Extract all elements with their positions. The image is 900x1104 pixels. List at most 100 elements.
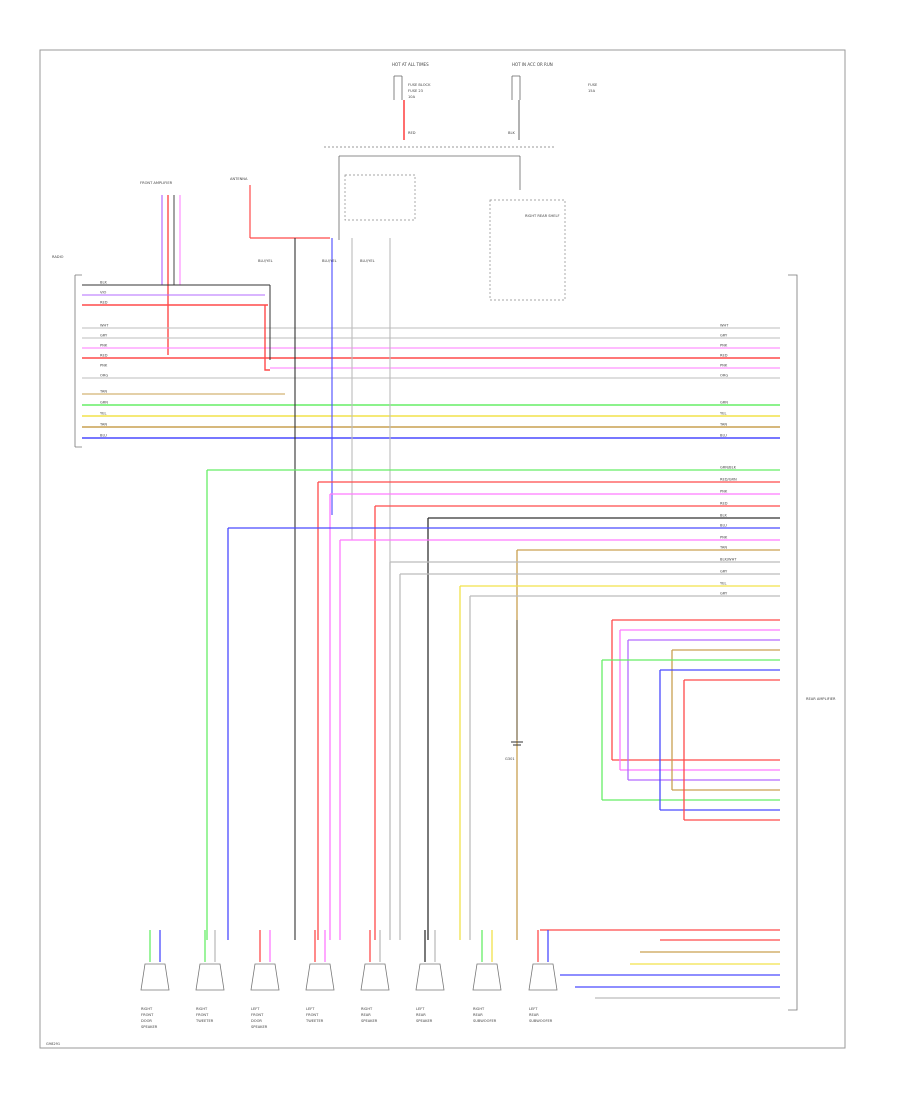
amp-feed-label: TAN (719, 546, 727, 550)
harness-wire-label-right: TAN (719, 423, 727, 427)
speaker-label: SPEAKER (416, 1019, 433, 1023)
speaker-icon (140, 963, 170, 991)
speaker-label: LEFT (306, 1007, 315, 1011)
hot-battery-source: HOT AT ALL TIMES FUSE BLOCK FUSE 23 10A (392, 62, 431, 100)
amp-feed-label: BLK (720, 514, 727, 518)
hot-battery-line1: FUSE BLOCK (408, 83, 431, 87)
speaker-label: DOOR (141, 1019, 152, 1023)
speaker-icon (250, 963, 280, 991)
wire-label-red-top: RED (408, 131, 416, 135)
hot-battery-title: HOT AT ALL TIMES (392, 62, 429, 67)
harness-wire-label: BLK (100, 281, 107, 285)
radio-label: RADIO (52, 255, 64, 259)
harness-wire-label-right: WHT (720, 324, 729, 328)
harness-wire-label-right: GRN (720, 401, 728, 405)
hot-acc-title: HOT IN ACC OR RUN (512, 62, 553, 67)
speaker-icon (415, 963, 445, 991)
ground-component: G301 (505, 620, 523, 761)
front-amp-label: FRONT AMPLIFIER (140, 181, 173, 185)
harness-wire-label-right: BLU (720, 434, 727, 438)
amp-feed-label: RED/GRN (720, 478, 737, 482)
speaker-label: REAR (361, 1013, 371, 1017)
speaker-8: LEFT REAR SUBWOOFER (528, 930, 558, 1023)
amp-feed-label: GRY (720, 570, 728, 574)
speaker-label: FRONT (141, 1013, 154, 1017)
speaker-icon (305, 963, 335, 991)
speaker-label: RIGHT (141, 1007, 153, 1011)
speaker-label: SUBWOOFER (529, 1019, 553, 1023)
antenna-label: ANTENNA (230, 177, 248, 181)
hot-acc-source: HOT IN ACC OR RUN FUSE 15A (511, 62, 598, 100)
rear-shelf-label: RIGHT REAR SHELF (525, 214, 560, 218)
ground-label: G301 (505, 757, 515, 761)
speaker-label: REAR (529, 1013, 539, 1017)
harness-wire-label: YEL (100, 412, 106, 416)
speaker-6: LEFT REAR SPEAKER (415, 930, 445, 1023)
vertical-wire-label: BLU/YEL (360, 259, 375, 263)
amp-feed-label: PNK (720, 490, 728, 494)
amp-relay-box (344, 174, 416, 221)
harness-wire-label-right: ORG (720, 374, 728, 378)
harness-wire-label: GRY (100, 334, 108, 338)
harness-wire-label-right: YEL (720, 412, 726, 416)
amp-feed-label: RED (720, 502, 728, 506)
amp-feed-label: BLK/WHT (720, 558, 737, 562)
harness-wire-label: PNK (100, 344, 108, 348)
speaker-label: FRONT (306, 1013, 319, 1017)
vertical-wire-label: BLU/YEL (322, 259, 337, 263)
speaker-icon (528, 963, 558, 991)
amp-feed-label: BLU (720, 524, 727, 528)
speaker-icon (472, 963, 502, 991)
speaker-label: SUBWOOFER (473, 1019, 497, 1023)
harness-wire-label: GRN (100, 401, 108, 405)
speaker-label: TWEETER (305, 1019, 324, 1023)
speaker-label: REAR (473, 1013, 483, 1017)
radio-component: RADIO (52, 255, 82, 448)
vertical-wire-label: BLU/YEL (258, 259, 273, 263)
amp-feed-label: PNK (720, 536, 728, 540)
speaker-label: TWEETER (195, 1019, 214, 1023)
amp-feed-label: GRY (720, 592, 728, 596)
speaker-label: SPEAKER (251, 1025, 268, 1029)
rear-amp-label: REAR AMPLIFIER (806, 697, 836, 701)
hot-battery-line3: 10A (408, 95, 416, 99)
speaker-3: LEFT FRONT DOOR SPEAKER (250, 930, 280, 1029)
harness-wire-label: WHT (100, 324, 109, 328)
amp-feed-label: GRN/BLK (720, 466, 737, 470)
speaker-label: FRONT (251, 1013, 264, 1017)
harness-wire-label: ORG (100, 374, 108, 378)
rear-amp-connector: REAR AMPLIFIER (788, 274, 836, 1011)
speaker-4: LEFT FRONT TWEETER (305, 930, 335, 1023)
harness-jog-red (264, 305, 270, 371)
speaker-feeds: BLU/YEL BLU/YEL BLU/YEL (258, 238, 391, 940)
hot-acc-line2: 15A (588, 89, 596, 93)
harness-wire-label: TAN (99, 423, 107, 427)
harness-wire-label-right: RED (720, 354, 728, 358)
hot-battery-line2: FUSE 23 (408, 89, 423, 93)
speaker-label: LEFT (529, 1007, 538, 1011)
wire-label-blk-top: BLK (508, 131, 515, 135)
speaker-label: RIGHT (361, 1007, 373, 1011)
hot-acc-line1: FUSE (588, 83, 598, 87)
harness-wire-label-right: PNK (720, 344, 728, 348)
amp-pins: GRN/BLK RED/GRN PNK RED BLK BLU PNK TAN BLK/WHT G… (206, 466, 780, 999)
speaker-label: LEFT (251, 1007, 260, 1011)
diagram-code: G98291 (46, 1042, 60, 1046)
speaker-label: REAR (416, 1013, 426, 1017)
speaker-label: LEFT (416, 1007, 425, 1011)
speaker-icon (195, 963, 225, 991)
harness-wire-label-right: GRY (720, 334, 728, 338)
speaker-label: DOOR (251, 1019, 262, 1023)
diagram-frame (39, 49, 846, 1049)
harness-wire-label: BLU (100, 434, 107, 438)
harness-wire-label: PNK (100, 364, 108, 368)
speaker-label: RIGHT (196, 1007, 208, 1011)
front-amp-text: FRONT AMPLIFIER (140, 181, 173, 185)
